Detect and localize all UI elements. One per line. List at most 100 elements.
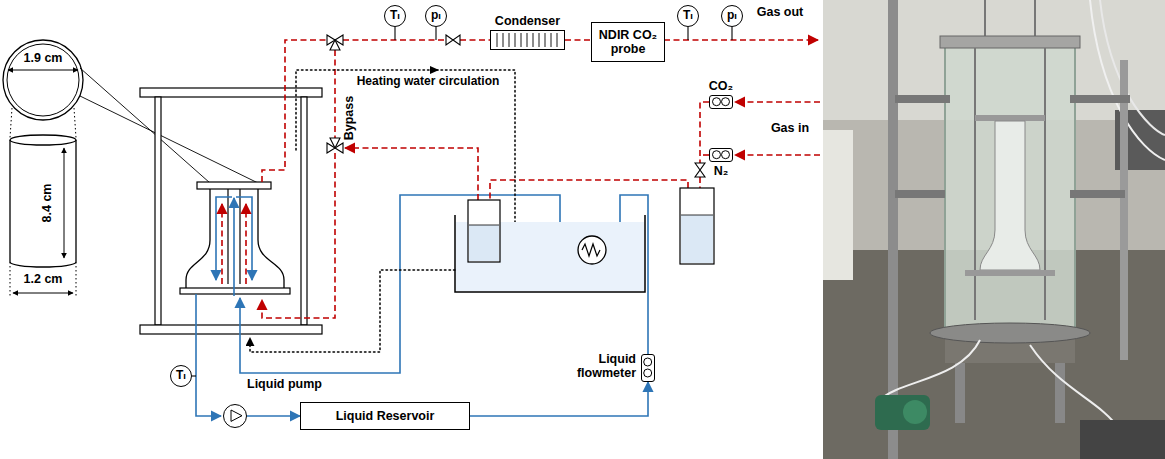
liquid-lines [196,195,648,416]
gas-flowmeter: N₂ [709,148,733,162]
pump-symbol: Liquid pump [223,404,247,428]
node-label: CO₂ [709,79,733,93]
gas-lines [334,50,336,140]
gas-lines [262,40,327,182]
node-text: pₗ [431,9,441,23]
liquid-lines [240,195,648,373]
condenser-coil [497,33,498,47]
condenser-coil [503,33,504,47]
node-text: Tₗ [176,369,186,383]
gas-lines [245,204,247,284]
connector [470,382,648,416]
condenser-coil [521,33,522,47]
symbol-drawing [710,96,732,108]
node-label: N₂ [714,164,729,178]
apparatus-photo [980,121,1040,270]
process-box: Liquid Reservoir [300,402,470,430]
symbol-drawing [491,31,564,49]
condenser-coil [539,33,540,47]
instrument-stems [435,27,436,40]
condenser-coil [527,33,528,47]
zoom-detail [8,70,78,71]
node-text: Liquid Reservoir [336,409,435,423]
flowmeter-rotor [644,369,652,377]
apparatus-photo [930,323,1090,343]
apparatus-photo [823,130,853,280]
zoom-detail [10,108,12,138]
reactor-frame [186,189,284,288]
condenser-coil [509,33,510,47]
flowmeter-rotor [713,151,721,159]
apparatus-photo [945,45,1075,330]
sensor-circle: pₗ [721,5,743,27]
node-label: Liquid flowmeter [564,352,636,381]
instrument-stems [731,27,732,40]
node-label: Condenser [495,14,560,28]
connector [247,415,300,417]
pump-triangle [231,410,242,421]
node-text: NDIR CO₂ probe [597,28,659,57]
reactor-frame [301,97,307,325]
zoom-detail [76,262,77,298]
apparatus-photo [1070,190,1125,198]
annotation-label: Gas out [757,5,804,19]
annotation-label: 1.2 cm [24,272,63,286]
valve-symbol [330,40,340,50]
apparatus-photo [823,0,1165,459]
water-bath [468,200,500,262]
zoom-detail [10,262,11,298]
dimension-label: 8.4 cm [40,184,54,223]
sensor-circle: pₗ [425,5,447,27]
apparatus-photo [1044,48,1046,320]
process-box: NDIR CO₂ probe [591,22,665,62]
water-bath [469,225,499,226]
zoom-detail [74,108,76,138]
water-bath [469,225,499,261]
liquid-lines [236,197,252,280]
zoom-detail [10,135,76,145]
apparatus-photo [903,400,927,424]
symbol-drawing [710,149,732,161]
apparatus-photo [1120,60,1128,360]
gas-lines [345,148,478,200]
water-bath [680,188,714,264]
reactor-frame [140,325,322,334]
zoom-detail [3,40,83,120]
apparatus-photo [1034,0,1036,40]
water-bath [582,244,600,256]
node-text: Tₗ [683,9,693,23]
water-bath [455,188,714,292]
flowmeter-rotor [644,358,652,366]
gas-lines [700,102,709,163]
node-label: Liquid pump [247,377,322,391]
apparatus-photo [984,0,986,40]
apparatus-photo [974,48,976,320]
gas-lines [664,39,818,41]
gas-lines [735,154,820,156]
sensor-circle: Tₗ [384,5,406,27]
apparatus-photo [955,363,965,423]
heating-water-line [250,70,515,352]
gas-lines [490,180,688,200]
apparatus-photo [895,190,945,198]
zoom-detail [75,140,76,262]
condenser-coil [515,33,516,47]
gas-lines [262,153,335,318]
reactor-frame [140,88,322,334]
apparatus-photo [823,0,1165,459]
zoom-detail [64,148,65,258]
water-bath [578,236,606,264]
apparatus-photo [1100,0,1165,135]
apparatus-photo [940,36,1080,48]
apparatus-photo [975,115,1045,121]
gas-lines [735,101,820,103]
condenser-coil [557,33,558,47]
reactor-frame [180,288,290,294]
apparatus-photo [1080,420,1165,459]
liquid-flowmeter: Liquid flowmeter [641,354,655,382]
water-bath [681,215,713,216]
instrument-stems [687,27,688,40]
